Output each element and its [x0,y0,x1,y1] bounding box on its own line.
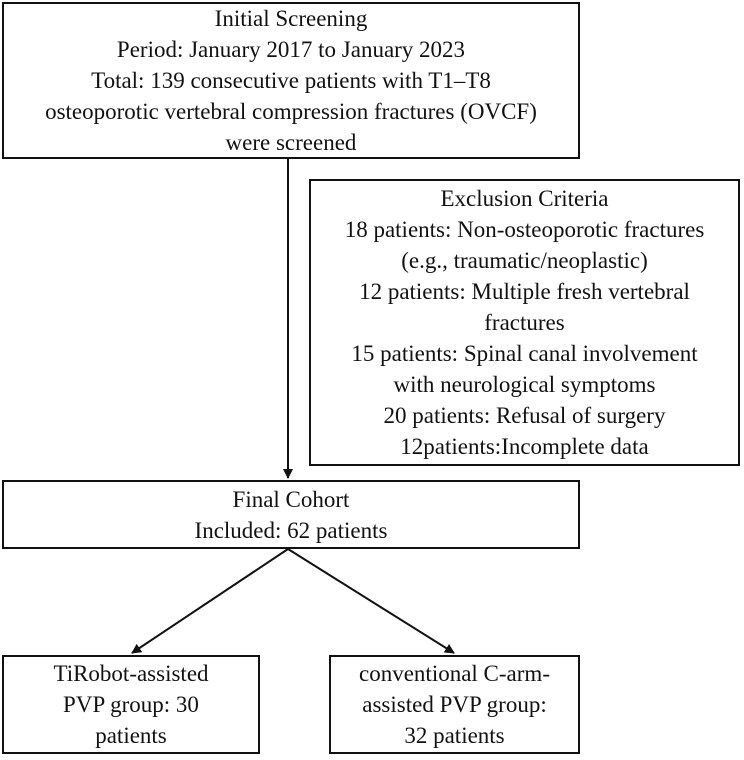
exclusion-line: 12patients:Incomplete data [400,434,649,459]
group-line: TiRobot-assisted [53,661,209,686]
tirobot-group-box: TiRobot-assisted PVP group: 30 patients [2,655,260,754]
group-line: conventional C-arm- [359,661,550,686]
screening-period: Period: January 2017 to January 2023 [116,37,466,62]
screening-total-line-1: Total: 139 consecutive patients with T1–… [91,68,491,93]
exclusion-line: fractures [484,310,565,335]
initial-screening-title: Initial Screening [214,6,368,31]
final-cohort-title: Final Cohort [232,486,350,512]
exclusion-line: with neurological symptoms [393,372,656,397]
final-cohort-included: Included: 62 patients [194,517,388,543]
arrow-cohort-to-tirobot-group [131,548,289,654]
exclusion-line: 20 patients: Refusal of surgery [383,403,666,428]
group-line: assisted PVP group: [362,692,547,717]
arrow-cohort-to-carm-group [287,548,455,654]
group-line: 32 patients [404,723,505,748]
final-cohort-box: Final Cohort Included: 62 patients [2,480,580,549]
exclusion-line: 12 patients: Multiple fresh vertebral [359,279,690,304]
group-line: patients [95,723,167,748]
exclusion-line: 18 patients: Non-osteoporotic fractures [344,217,705,242]
group-line: PVP group: 30 [63,692,199,717]
screening-total-line-2: osteoporotic vertebral compression fract… [45,99,537,124]
screening-total-line-3: were screened [225,130,357,155]
exclusion-criteria-box: Exclusion Criteria 18 patients: Non-oste… [309,179,740,466]
exclusion-line: 15 patients: Spinal canal involvement [351,341,698,366]
initial-screening-box: Initial Screening Period: January 2017 t… [2,2,580,159]
carm-group-box: conventional C-arm- assisted PVP group: … [329,655,580,754]
exclusion-line: (e.g., traumatic/neoplastic) [401,248,648,273]
exclusion-criteria-title: Exclusion Criteria [440,186,609,211]
